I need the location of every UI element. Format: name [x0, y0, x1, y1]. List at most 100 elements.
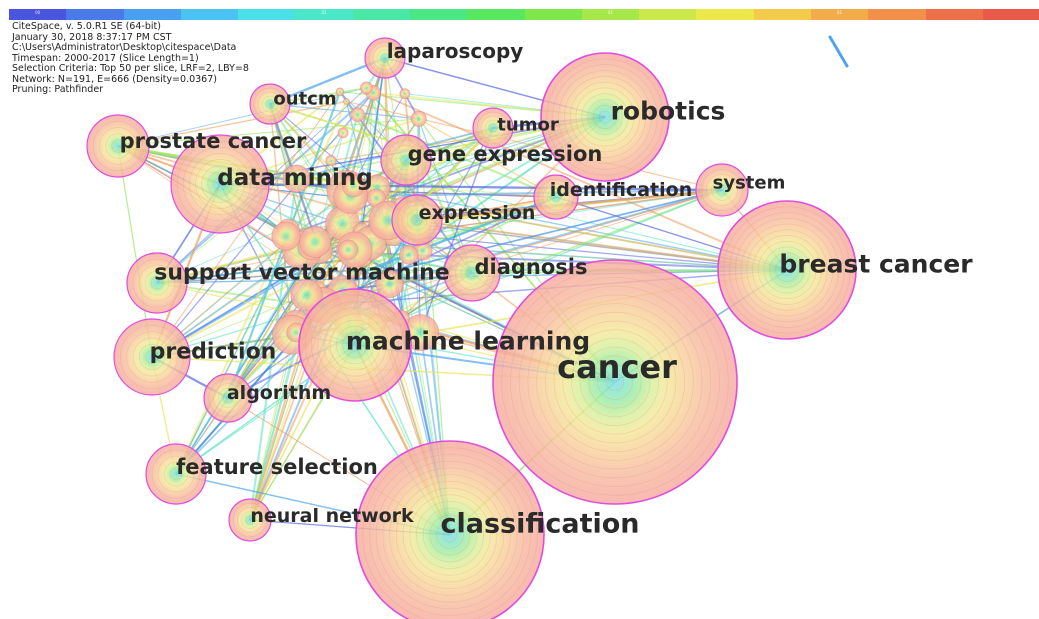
timeline-slice — [180, 9, 239, 20]
node-disc[interactable] — [380, 134, 432, 186]
node-ring — [711, 179, 733, 201]
node-ring — [484, 119, 502, 137]
node-ring — [740, 223, 834, 317]
node-disc[interactable] — [695, 163, 749, 217]
node-ring — [342, 332, 368, 358]
node-ring — [132, 258, 182, 308]
network-edge — [347, 57, 386, 191]
node-label-identification: identification — [550, 179, 692, 201]
node-neural-network[interactable] — [228, 498, 272, 542]
info-line: Network: N=191, E=666 (Density=0.0367) — [12, 73, 217, 85]
node-ring — [553, 320, 677, 444]
network-edge — [322, 196, 557, 307]
node-disc[interactable] — [298, 288, 412, 402]
node-ring — [395, 149, 417, 171]
node-label-classification: classification — [440, 509, 639, 540]
node-disc[interactable] — [391, 194, 443, 246]
timeline-slice — [409, 9, 468, 20]
node-laparoscopy[interactable] — [364, 37, 406, 79]
node-ring — [442, 527, 458, 543]
node-ring — [542, 183, 570, 211]
node-disc[interactable] — [540, 52, 670, 182]
timeline-slice-label: 01 — [837, 10, 843, 15]
node-label-tumor: tumor — [497, 115, 559, 136]
node-ring — [201, 165, 239, 203]
node-disc[interactable] — [203, 373, 253, 423]
node-breast-cancer[interactable] — [717, 200, 857, 340]
node-ring — [544, 311, 686, 453]
network-edge — [117, 87, 367, 147]
node-ring — [368, 41, 402, 75]
node-data-mining[interactable] — [170, 134, 270, 234]
node-ring — [769, 252, 805, 288]
node-ring — [757, 240, 817, 300]
node-diagnosis[interactable] — [443, 244, 501, 302]
node-ring — [389, 474, 511, 596]
node-robotics[interactable] — [540, 52, 670, 182]
node-classification[interactable] — [355, 440, 545, 619]
network-info-panel: CiteSpace, v. 5.0.R1 SE (64-bit)January … — [12, 21, 249, 96]
network-edge — [156, 257, 364, 284]
node-disc[interactable] — [472, 107, 514, 149]
node-gene-expression[interactable] — [380, 134, 432, 186]
node-disc[interactable] — [170, 134, 270, 234]
network-edge — [419, 127, 494, 333]
node-cancer[interactable] — [492, 259, 738, 505]
node-algorithm[interactable] — [203, 373, 253, 423]
node-system[interactable] — [695, 163, 749, 217]
node-ring — [429, 514, 471, 556]
node-expression[interactable] — [391, 194, 443, 246]
node-ring — [422, 507, 478, 563]
node-disc[interactable] — [492, 259, 738, 505]
node-disc[interactable] — [533, 174, 579, 220]
node-disc[interactable] — [126, 252, 188, 314]
node-outcm[interactable] — [249, 83, 291, 125]
node-ring — [454, 255, 490, 291]
node-tumor[interactable] — [472, 107, 514, 149]
network-edge — [269, 103, 293, 335]
node-prostate-cancer[interactable] — [86, 114, 150, 178]
node-support-vector-machine[interactable] — [126, 252, 188, 314]
node-ring — [213, 383, 243, 413]
node-disc[interactable] — [113, 318, 191, 396]
node-ring — [311, 301, 399, 389]
node-disc[interactable] — [228, 498, 272, 542]
node-disc[interactable] — [86, 114, 150, 178]
node-disc[interactable] — [717, 200, 857, 340]
info-line: C:\Users\Administrator\Desktop\citespace… — [12, 42, 237, 53]
node-feature-selection[interactable] — [145, 443, 207, 505]
node-ring — [406, 209, 428, 231]
node-ring — [138, 264, 176, 302]
node-label-expression: expression — [419, 202, 536, 224]
node-label-laparoscopy: laparoscopy — [387, 39, 524, 63]
node-ring — [150, 276, 164, 290]
node-ring — [119, 324, 185, 390]
node-ring — [401, 204, 433, 236]
node-ring — [213, 177, 227, 191]
network-edge — [175, 132, 344, 475]
timeline-slice — [524, 9, 582, 20]
network-edge — [151, 92, 374, 358]
node-ring — [395, 480, 505, 590]
node-disc[interactable] — [145, 443, 207, 505]
network-edge — [366, 87, 788, 271]
node-ring — [527, 294, 703, 470]
node-ring — [402, 487, 498, 583]
node-ring — [488, 123, 498, 133]
node-layer[interactable] — [86, 37, 857, 619]
node-ring — [222, 392, 234, 404]
node-prediction[interactable] — [113, 318, 191, 396]
node-machine-learning[interactable] — [298, 288, 412, 402]
node-ring — [775, 258, 799, 282]
node-identification[interactable] — [533, 174, 579, 220]
node-disc[interactable] — [443, 244, 501, 302]
node-disc[interactable] — [364, 37, 406, 79]
node-disc[interactable] — [355, 440, 545, 619]
minor-node — [399, 245, 419, 265]
node-ring — [362, 447, 538, 619]
timeline-slice — [123, 9, 181, 20]
node-ring — [390, 144, 422, 176]
node-disc[interactable] — [249, 83, 291, 125]
